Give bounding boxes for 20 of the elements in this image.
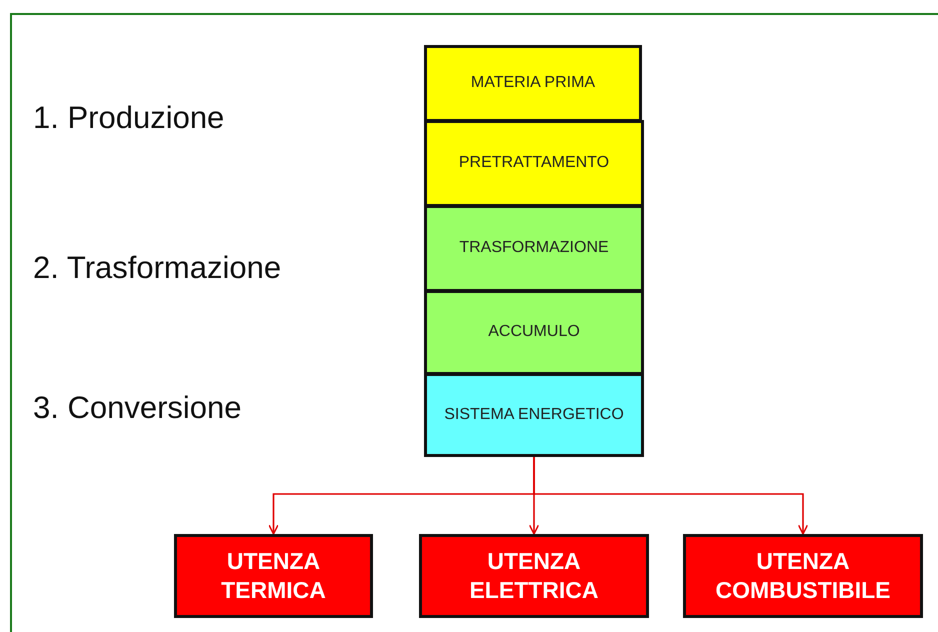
arrow (533, 457, 808, 535)
box-label: TRASFORMAZIONE (459, 238, 609, 258)
box-label: UTENZA COMBUSTIBILE (714, 547, 892, 605)
output-box (174, 534, 373, 618)
process-box (424, 45, 642, 122)
process-box (424, 120, 644, 207)
process-box (424, 290, 644, 375)
output-box (683, 534, 923, 618)
box-label: SISTEMA ENERGETICO (444, 404, 624, 425)
stage-label: 2. Trasformazione (33, 250, 282, 286)
output-box (419, 534, 649, 618)
box-label: UTENZA ELETTRICA (468, 547, 600, 605)
stage-label: 1. Produzione (33, 100, 224, 136)
process-box (424, 373, 644, 457)
box-label: UTENZA TERMICA (220, 547, 327, 605)
box-label: MATERIA PRIMA (470, 73, 596, 94)
process-box (424, 205, 644, 292)
stage-label: 3. Conversione (33, 390, 242, 426)
box-label: ACCUMULO (488, 322, 580, 342)
box-label: PRETRATTAMENTO (458, 153, 610, 174)
